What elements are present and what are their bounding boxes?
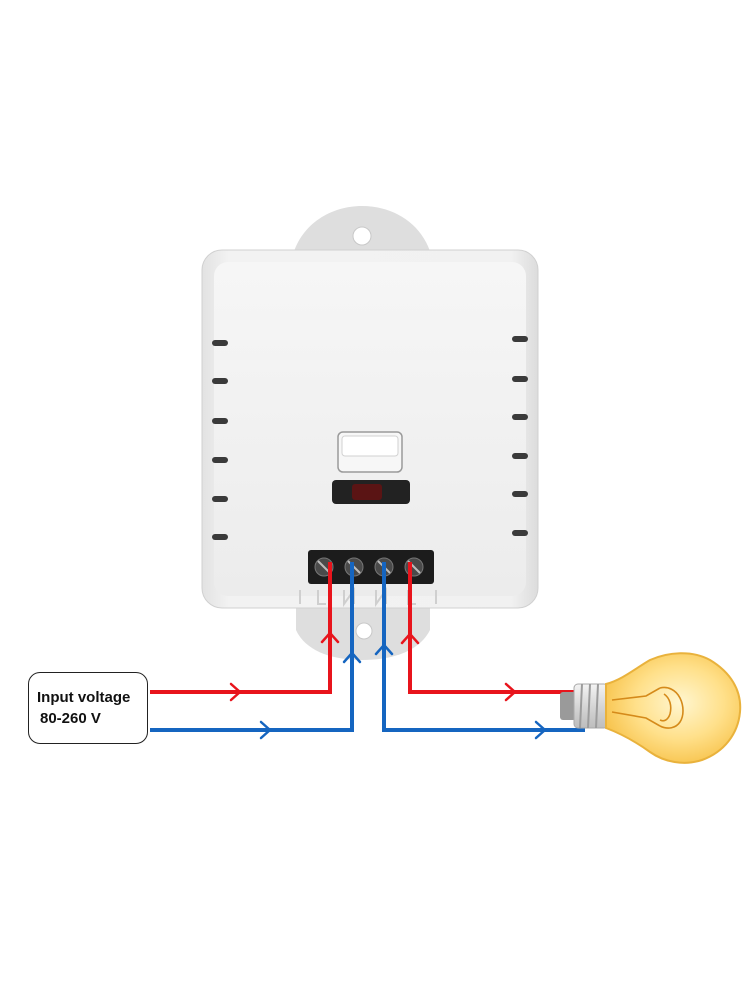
relay-module-icon xyxy=(201,206,539,660)
arrow-icon xyxy=(400,632,420,645)
right-vents xyxy=(512,336,528,536)
neutral-output-wire xyxy=(382,562,585,732)
bulb-screw-base xyxy=(560,683,609,729)
bulb-filament xyxy=(611,686,684,729)
arrow-icon xyxy=(342,651,362,664)
pairing-button-top xyxy=(341,435,399,457)
arrow-icon xyxy=(259,720,272,740)
input-voltage-box: Input voltage 80-260 V xyxy=(28,672,148,744)
voltage-range-label: 80-260 V xyxy=(40,710,101,727)
bulb-glass xyxy=(605,652,742,764)
led-indicator xyxy=(352,484,382,500)
light-bulb-icon xyxy=(560,652,742,764)
left-vents xyxy=(212,340,228,540)
arrow-icon xyxy=(320,631,340,644)
neutral-input-wire xyxy=(150,562,354,732)
relay-face xyxy=(214,262,526,596)
top-mounting-hole xyxy=(352,226,372,246)
terminal-block xyxy=(308,550,434,584)
flow-arrows xyxy=(229,631,547,740)
wires xyxy=(150,562,585,732)
arrow-icon xyxy=(374,643,394,656)
arrow-icon xyxy=(504,682,517,702)
input-voltage-label: Input voltage xyxy=(37,689,131,706)
bottom-mounting-hole xyxy=(355,622,373,640)
arrow-icon xyxy=(534,720,547,740)
live-input-wire xyxy=(150,562,332,694)
arrow-icon xyxy=(229,682,242,702)
live-output-wire xyxy=(408,562,585,694)
